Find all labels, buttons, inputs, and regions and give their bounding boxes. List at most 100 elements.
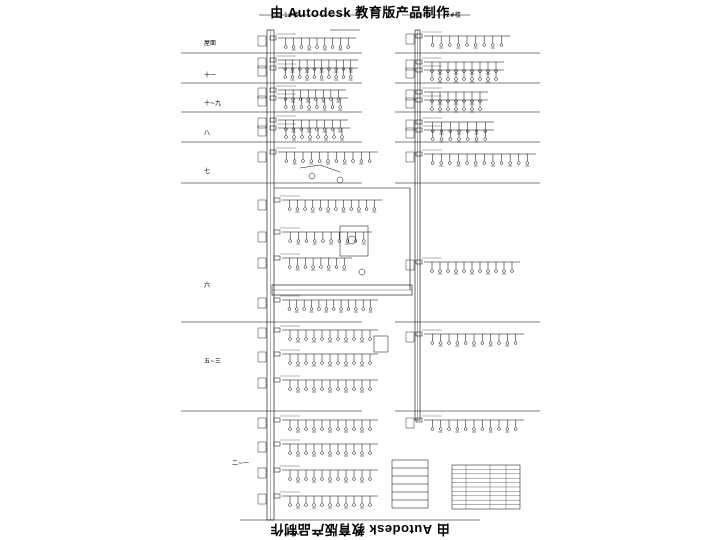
load-symbol [494,77,498,81]
load-symbol [505,341,509,345]
load-symbol [304,451,308,455]
load-symbol [344,503,348,507]
load-symbol [470,269,474,273]
load-symbol [491,43,495,47]
load-symbol [447,341,451,345]
branch-left-roof [269,33,356,51]
load-symbol [312,337,316,341]
riser-tap-right [405,59,415,71]
load-symbol [364,207,369,211]
load-symbol [341,75,346,79]
load-symbol [472,341,476,345]
branch-right-2 [415,415,524,433]
branch-right-8b [415,125,494,143]
load-symbol [497,427,501,431]
column-label-left: 1#楼 [284,12,299,19]
load-symbol [462,107,466,111]
load-symbol [525,161,530,165]
load-symbol [328,337,332,341]
riser-tap-right [405,127,415,139]
load-symbol [303,265,307,269]
load-symbol [517,161,521,165]
load-symbol [360,477,364,481]
breaker-symbol [269,87,277,93]
load-symbol [287,307,292,311]
branch-right-roof [415,31,510,49]
load-symbol [290,75,295,79]
detail-box-5 [373,335,389,353]
load-symbol [478,77,482,81]
load-symbol [296,503,300,507]
load-symbol [439,341,443,345]
load-symbol [284,45,288,49]
load-symbol [368,451,372,455]
breaker-symbol [269,125,277,131]
branch-left-1a [273,465,378,483]
riser-tap-right [405,151,415,163]
load-symbol [448,161,452,165]
load-symbol [326,159,330,163]
load-symbol [455,341,459,345]
load-symbol [298,75,302,79]
riser-tap-left [257,327,267,339]
load-symbol [336,361,340,365]
branch-right-7 [415,149,536,167]
breaker-symbol [273,351,281,357]
load-symbol [360,451,364,455]
load-symbol [320,451,324,455]
load-symbol [353,239,358,243]
load-symbol [502,269,506,273]
load-symbol [430,43,435,47]
branch-left-7-feed [299,164,341,173]
load-symbol [368,307,373,311]
riser-tap-left [257,117,267,129]
load-symbol [296,361,300,365]
floor-label-7: 七 [204,168,211,175]
load-symbol [462,77,466,81]
load-symbol [338,45,343,49]
load-symbol [288,503,292,507]
load-symbol [328,387,332,391]
floor-label-roof: 屋面 [204,40,217,47]
load-symbol [312,503,316,507]
breaker-symbol [269,57,277,63]
load-symbol [338,105,342,109]
load-symbol [446,107,450,111]
floor-label-2-1: 二~一 [232,460,250,467]
breaker-symbol [273,197,281,203]
riser-tap-left [257,493,267,505]
load-symbol [341,207,346,211]
breaker-symbol [415,331,423,337]
load-symbol [320,503,324,507]
floor-label-11: 十一 [204,72,217,79]
load-symbol [464,341,468,345]
load-symbol [344,387,348,391]
load-symbol [332,307,336,311]
load-symbol [334,75,338,79]
load-symbol [508,161,512,165]
branch-right-10a [415,87,488,105]
riser-tap-right [405,259,415,271]
load-symbol [334,159,338,163]
branch-left-5a [273,325,378,343]
load-symbol [454,269,458,273]
breaker-symbol [415,151,423,157]
branch-right-5 [415,329,524,347]
load-symbol [284,135,288,139]
load-symbol [456,43,461,47]
load-symbol [330,105,335,109]
load-symbol [354,307,358,311]
pump-symbol [336,176,344,184]
load-symbol [446,77,450,81]
load-symbol [486,77,490,81]
load-symbol [454,107,458,111]
breaker-symbol [273,297,281,303]
branch-left-2b [273,439,378,457]
breaker-symbol [273,441,281,447]
load-symbol [346,307,351,311]
riser-tap-left [257,257,267,269]
load-symbol [288,239,292,243]
load-symbol [315,105,319,109]
load-symbol [430,161,435,165]
load-symbol [304,337,308,341]
